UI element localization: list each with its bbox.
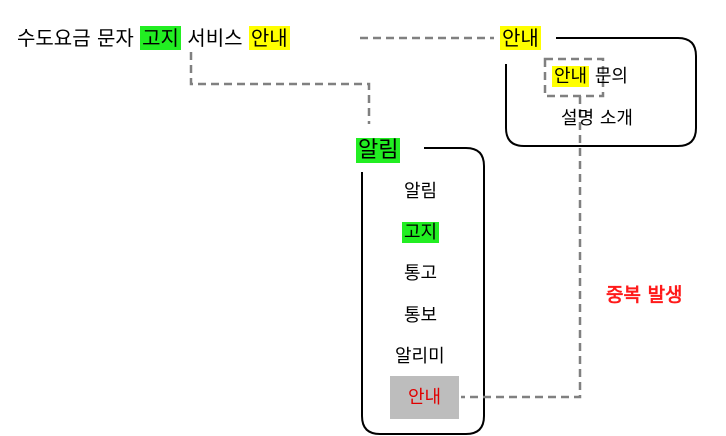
allim-item: 통고 xyxy=(404,263,438,284)
annae-box-label: 안내 xyxy=(500,25,541,51)
allim-item: 알리미 xyxy=(395,346,445,367)
allim-item-annae-duplicate: 안내 xyxy=(390,376,459,419)
title-gosi-highlight: 고지 xyxy=(140,26,181,50)
title-part2: 서비스 xyxy=(187,26,243,50)
gosi-to-allim-connector xyxy=(189,52,371,124)
duplicate-connector xyxy=(461,96,582,399)
annae-item-dashed-frame xyxy=(543,57,605,98)
annae-box-outline xyxy=(505,37,697,147)
annae-box-item1: 안내 문의 xyxy=(552,65,628,89)
allim-box-outline xyxy=(361,147,485,435)
duplicate-note: 중복 발생 xyxy=(606,284,683,306)
annae-box-item1-highlight: 안내 xyxy=(552,66,590,87)
allim-item-gosi-highlight: 고지 xyxy=(402,222,440,243)
annae-box-item2: 설명 소개 xyxy=(561,108,633,129)
title-part1: 수도요금 문자 xyxy=(17,26,134,50)
annae-box-item1-rest: 문의 xyxy=(594,66,628,87)
annae-box-label-text: 안내 xyxy=(500,26,541,50)
allim-box-label: 알림 xyxy=(356,137,401,164)
allim-item: 통보 xyxy=(404,305,438,326)
title: 수도요금 문자 고지 서비스 안내 xyxy=(17,25,290,51)
allim-box-label-text: 알림 xyxy=(356,138,401,163)
title-annae-highlight: 안내 xyxy=(248,26,290,50)
allim-item: 알림 xyxy=(404,181,438,202)
allim-item-gosi: 고지 xyxy=(402,221,440,245)
